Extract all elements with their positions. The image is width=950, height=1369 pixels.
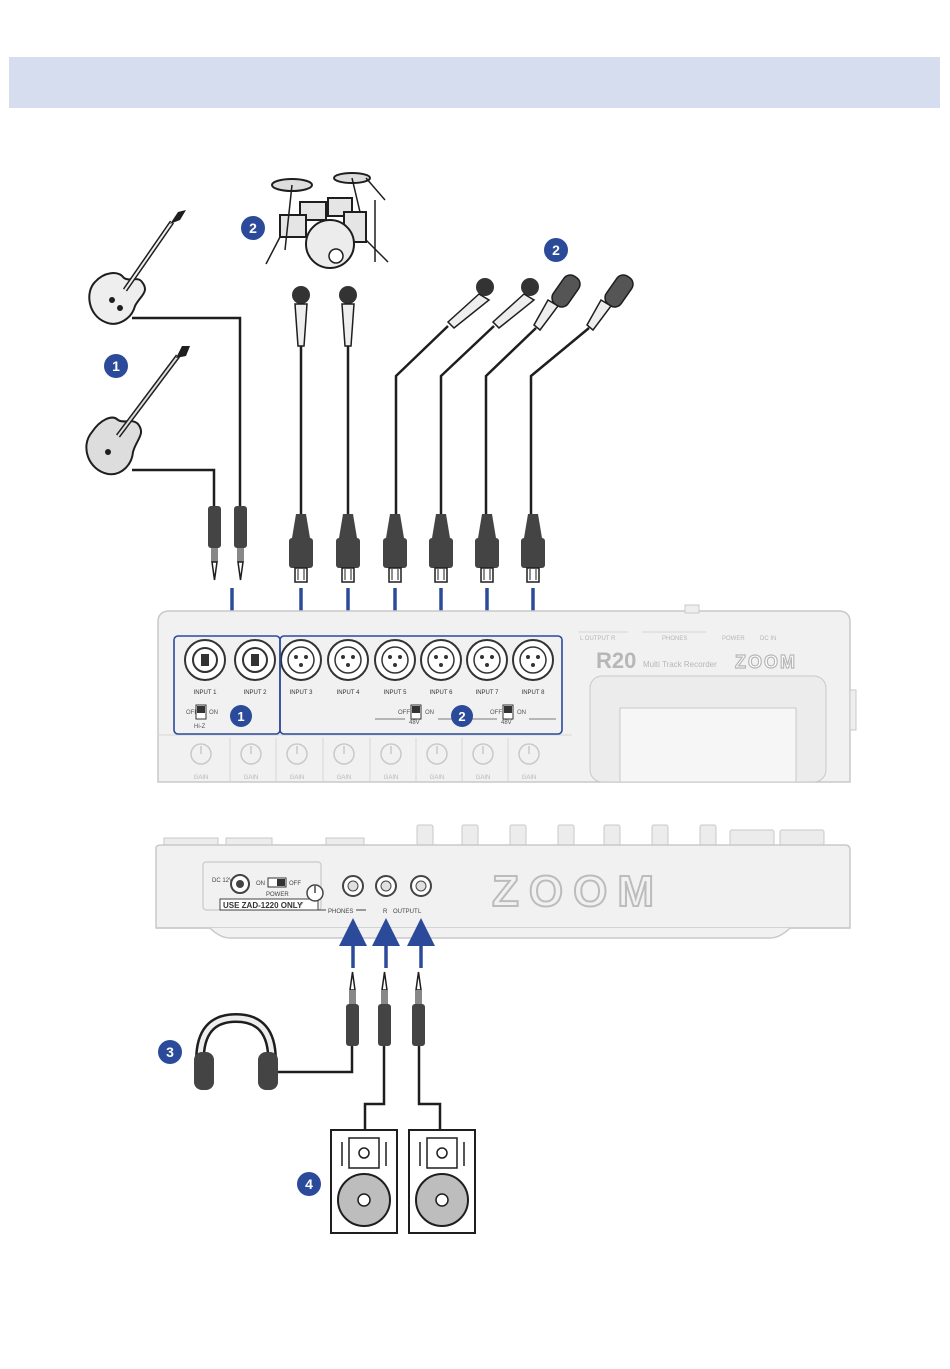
phantom-off-label: OFF xyxy=(398,710,410,716)
phantom-on-label: ON xyxy=(425,710,434,716)
svg-text:2: 2 xyxy=(552,242,560,258)
phone-plug-icon xyxy=(208,506,221,580)
input-label: INPUT 3 xyxy=(290,690,314,696)
xlr-plug-icon xyxy=(383,514,407,582)
gain-label: GAIN xyxy=(290,775,305,781)
gain-label: GAIN xyxy=(244,775,259,781)
output-jack-r[interactable] xyxy=(376,876,396,896)
dynamic-mic-icon xyxy=(448,278,494,328)
svg-text:1: 1 xyxy=(237,709,244,724)
phantom-on-label: ON xyxy=(517,710,526,716)
power-switch-slider xyxy=(277,879,285,886)
callout-badge-hi-z: 1 xyxy=(230,705,252,727)
hi-z-on-label: ON xyxy=(209,710,218,716)
callout-badge-condenser-mics: 2 xyxy=(544,238,568,262)
svg-text:4: 4 xyxy=(305,1176,313,1192)
condenser-mic-icon xyxy=(587,272,636,330)
svg-text:2: 2 xyxy=(249,220,257,236)
display-inner xyxy=(620,708,796,782)
phone-plug-icon xyxy=(234,506,247,580)
electric-guitar-icon xyxy=(89,210,186,324)
knob-icon xyxy=(462,825,478,845)
output-jack-l[interactable] xyxy=(411,876,431,896)
callout-badge-guitars: 1 xyxy=(104,354,128,378)
rear-output-label: OUTPUT xyxy=(393,909,418,915)
power-on-label: ON xyxy=(256,881,265,887)
svg-text:2: 2 xyxy=(458,709,465,724)
knob-icon xyxy=(780,830,824,845)
output-plugs xyxy=(346,972,425,1046)
gain-label: GAIN xyxy=(476,775,491,781)
condenser-mic-icon xyxy=(534,272,583,330)
knob-icon xyxy=(558,825,574,845)
input-label: INPUT 7 xyxy=(476,690,500,696)
svg-text:3: 3 xyxy=(166,1044,174,1060)
phone-plug-icon xyxy=(412,972,425,1046)
hi-z-label: Hi-Z xyxy=(194,724,206,730)
dynamic-mic-icon xyxy=(493,278,539,328)
gain-label: GAIN xyxy=(522,775,537,781)
input-label: INPUT 8 xyxy=(522,690,546,696)
model-name: R20 xyxy=(596,648,636,673)
xlr-plug-icon xyxy=(429,514,453,582)
bass-guitar-icon xyxy=(86,346,190,474)
output-cables xyxy=(276,1046,440,1130)
power-off-label: OFF xyxy=(289,881,301,887)
input-cables xyxy=(132,318,589,516)
brand-logo: ZOOM xyxy=(735,652,797,672)
input-label: INPUT 1 xyxy=(194,690,218,696)
rear-output-r-label: R xyxy=(383,909,388,915)
input-label: INPUT 2 xyxy=(244,690,268,696)
top-edge-knobs xyxy=(164,825,824,846)
gain-label: GAIN xyxy=(384,775,399,781)
callout-badge-headphones: 3 xyxy=(158,1040,182,1064)
dynamic-mic-icon xyxy=(292,286,310,346)
phones-label: PHONES xyxy=(662,636,687,642)
gain-label: GAIN xyxy=(194,775,209,781)
rear-phones-label: PHONES xyxy=(328,909,353,915)
phone-plug-icon xyxy=(346,972,359,1046)
input-label: INPUT 5 xyxy=(384,690,408,696)
speaker-icon xyxy=(331,1130,397,1233)
callout-badge-speakers: 4 xyxy=(297,1172,321,1196)
speaker-icon xyxy=(409,1130,475,1233)
knob-icon xyxy=(700,825,716,845)
output-label: L OUTPUT R xyxy=(580,636,616,642)
input-label: INPUT 6 xyxy=(430,690,454,696)
xlr-plug-icon xyxy=(475,514,499,582)
gain-label: GAIN xyxy=(430,775,445,781)
power-label: POWER xyxy=(722,636,745,642)
svg-text:1: 1 xyxy=(112,358,120,374)
knob-icon xyxy=(730,830,774,845)
xlr-plug-icon xyxy=(289,514,313,582)
phantom-48v-label: 48V xyxy=(409,720,420,726)
rear-brand-logo: ZOOM xyxy=(492,867,664,916)
dc-in-label: DC IN xyxy=(760,636,776,642)
knob-icon xyxy=(510,825,526,845)
phone-plug-icon xyxy=(378,972,391,1046)
knob-icon xyxy=(417,825,433,845)
callout-badge-phantom: 2 xyxy=(451,705,473,727)
dc-input-label: DC 12V xyxy=(212,878,233,884)
knob-icon xyxy=(604,825,620,845)
input-label: INPUT 4 xyxy=(337,690,361,696)
callout-badge-drums: 2 xyxy=(241,216,265,240)
model-subtitle: Multi Track Recorder xyxy=(643,660,717,669)
adapter-note: USE ZAD-1220 ONLY xyxy=(223,901,303,910)
phantom-off-label: OFF xyxy=(490,710,502,716)
headphones-icon xyxy=(194,1018,278,1090)
gain-label: GAIN xyxy=(337,775,352,781)
knob-icon xyxy=(652,825,668,845)
phones-jack[interactable] xyxy=(343,876,363,896)
dc-in-jack-core xyxy=(236,880,244,888)
drum-kit-icon xyxy=(266,173,388,268)
dynamic-mic-icon xyxy=(339,286,357,346)
xlr-plug-icon xyxy=(336,514,360,582)
xlr-plug-icon xyxy=(521,514,545,582)
phantom-48v-label: 48V xyxy=(501,720,512,726)
power-switch-label: POWER xyxy=(266,892,289,898)
xlr-plugs xyxy=(289,514,545,582)
